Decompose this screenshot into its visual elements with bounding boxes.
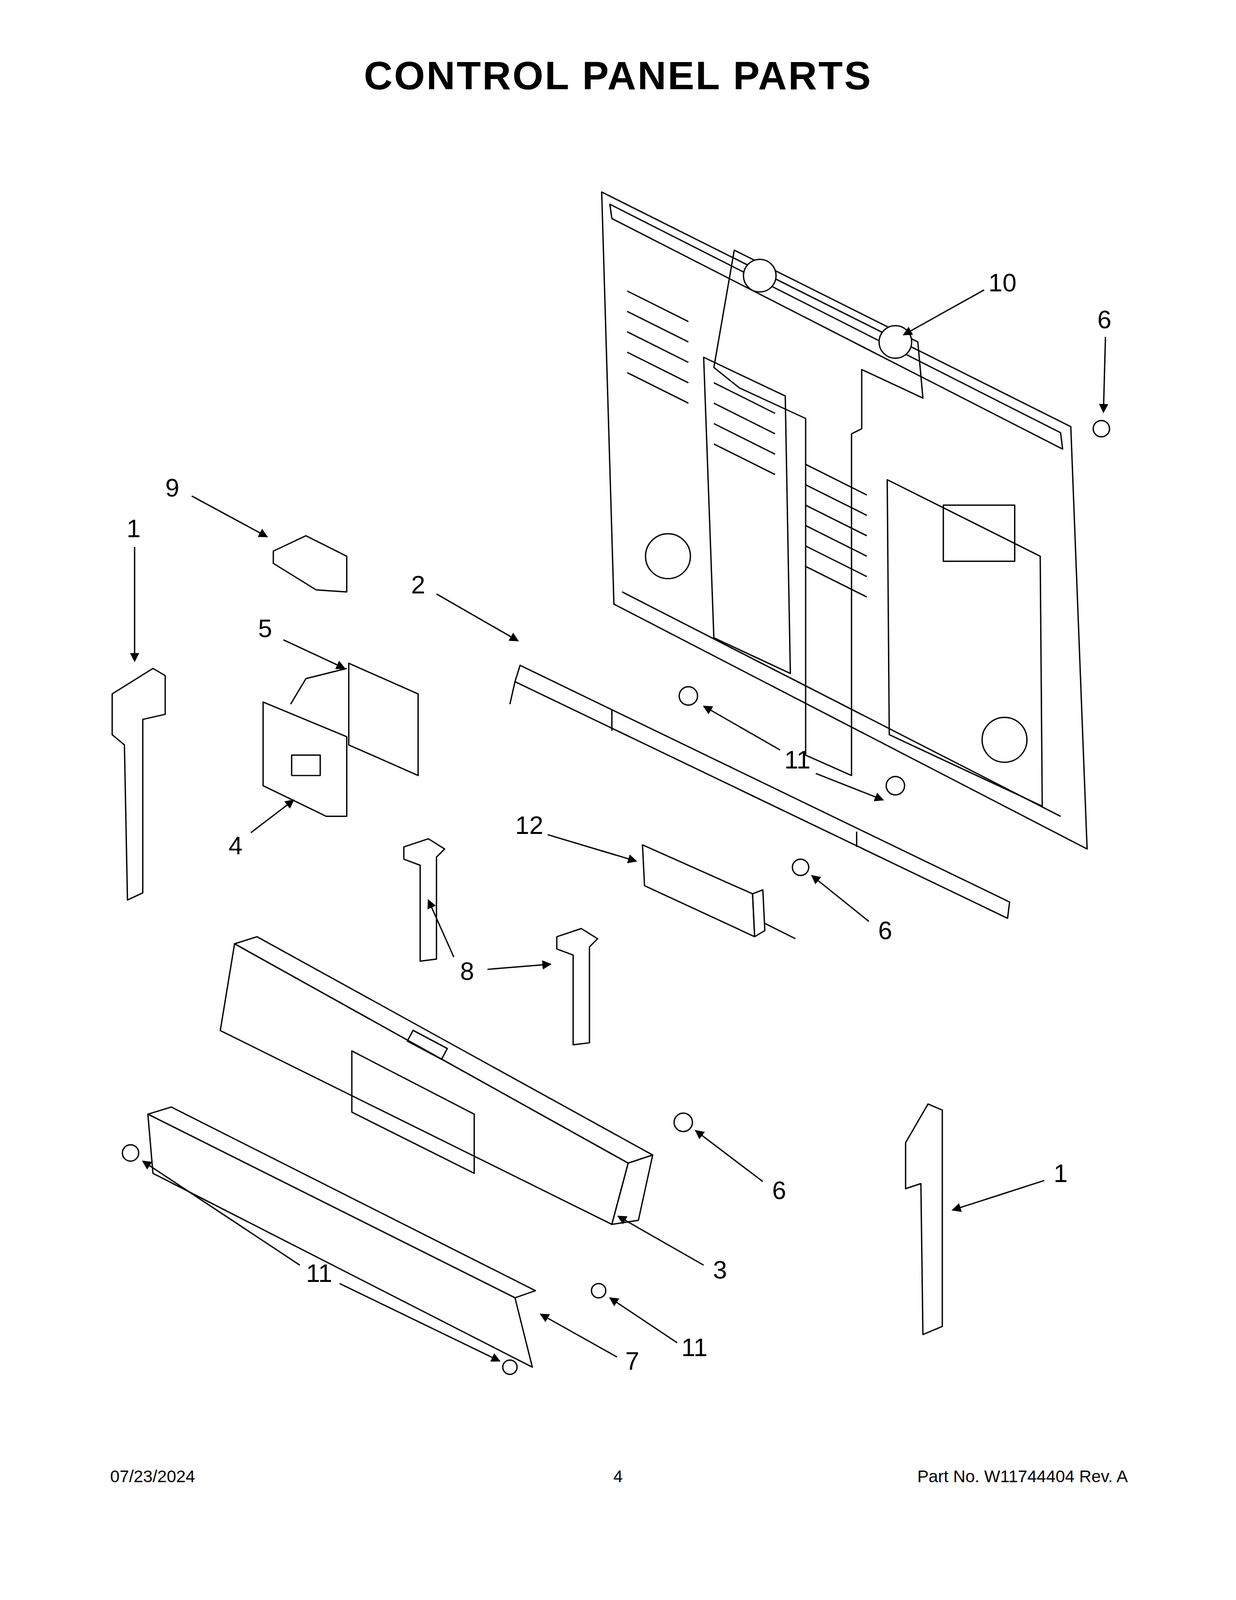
footer-text: 07/23/2024 — [110, 1467, 195, 1485]
callout-number: 1 — [126, 515, 141, 541]
panel-strip — [515, 665, 1010, 919]
control-module — [642, 844, 755, 937]
callout-number: 3 — [713, 1256, 728, 1283]
callout-number: 10 — [988, 269, 1017, 296]
footer-text: Part No. W11744404 Rev. A — [917, 1467, 1128, 1485]
circuit-board — [348, 663, 419, 776]
callout-number: 1 — [1053, 1160, 1068, 1186]
callout-number: 11 — [306, 1260, 333, 1286]
side-bracket — [905, 1103, 943, 1334]
callout-number: 8 — [459, 958, 475, 984]
connector-bracket — [273, 535, 347, 592]
callout-number: 4 — [228, 832, 243, 858]
callout-number: 12 — [515, 812, 544, 838]
mounting-plate — [263, 701, 348, 817]
callout-number: 6 — [772, 1177, 787, 1203]
leader-lines — [134, 289, 1106, 1361]
callout-number: 6 — [1097, 306, 1112, 333]
callout-number: 9 — [165, 475, 180, 501]
callout-number: 5 — [258, 615, 273, 641]
callout-number: 6 — [878, 917, 893, 943]
screw — [122, 420, 1110, 1374]
side-bracket — [111, 668, 165, 901]
support-bracket — [403, 838, 445, 961]
support-bracket — [556, 928, 598, 1045]
trim-strip — [147, 1106, 536, 1367]
footer-text: 4 — [613, 1467, 623, 1485]
page-title: CONTROL PANEL PARTS — [364, 55, 873, 96]
callout-number: 11 — [681, 1334, 708, 1360]
callout-number: 11 — [784, 746, 811, 773]
callout-number: 2 — [411, 571, 426, 598]
callout-number: 7 — [625, 1347, 640, 1374]
